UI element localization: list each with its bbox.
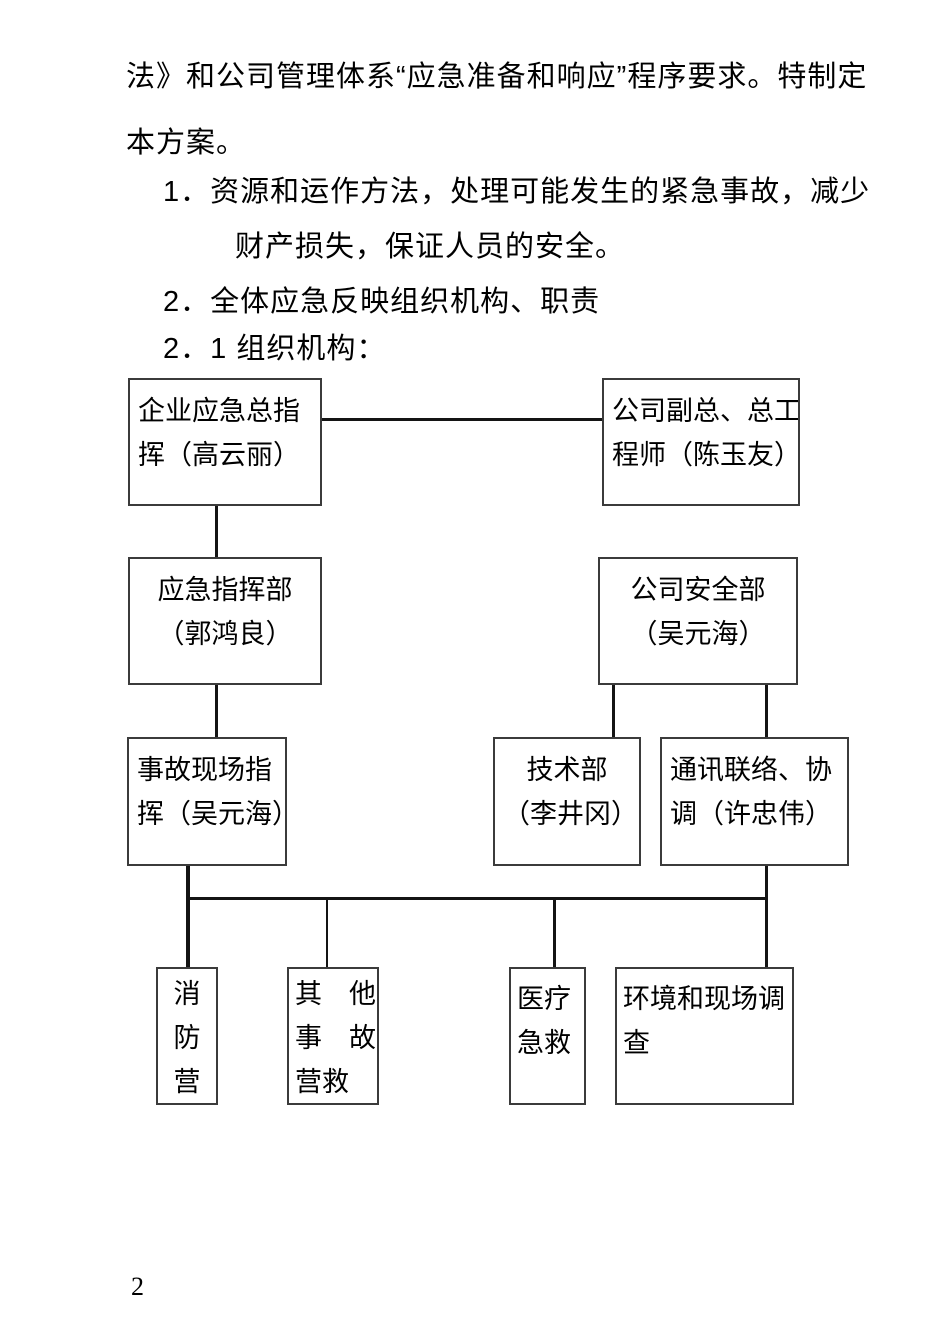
org-node-label-line: （吴元海） <box>630 619 766 649</box>
org-node-label-line: 技术部 <box>526 755 608 785</box>
connector-command-dept-to-scene-command <box>215 683 218 739</box>
body-text-line-1: 法》和公司管理体系“应急准备和响应”程序要求。特制定 <box>126 61 868 93</box>
org-node-label-line: （郭鸿良） <box>157 619 293 649</box>
org-node-fire-brigade: 消 防 营 <box>156 967 218 1105</box>
org-node-label-line: 事 故 <box>295 1023 376 1053</box>
connector-bottom-rail <box>186 897 768 900</box>
org-node-label-line: 挥（吴元海） <box>137 799 287 829</box>
body-text-line-2: 本方案。 <box>126 127 247 159</box>
org-node-label-line: 通讯联络、协 <box>670 755 832 785</box>
org-node-enterprise-emergency-chief: 企业应急总指 挥（高云丽） <box>128 378 322 506</box>
list-item-1-line-1: 1．资源和运作方法，处理可能发生的紧急事故，减少 <box>163 176 871 208</box>
org-node-accident-scene-command: 事故现场指 挥（吴元海） <box>127 737 287 866</box>
org-node-label-line: 营 <box>173 1067 201 1097</box>
org-node-label-line: 应急指挥部 <box>157 575 293 605</box>
org-node-label-line: 急救 <box>517 1028 571 1058</box>
org-node-communication-liaison: 通讯联络、协 调（许忠伟） <box>660 737 849 866</box>
org-node-label-line: 营救 <box>295 1067 349 1097</box>
org-node-label-line: 事故现场指 <box>137 755 272 785</box>
org-node-label-line: （李井冈） <box>503 799 638 829</box>
page-number: 2 <box>131 1272 144 1301</box>
connector-scene-command-to-fire-brigade <box>186 864 190 968</box>
org-node-medical-aid: 医疗 急救 <box>509 967 586 1105</box>
connector-rail-to-other-rescue <box>326 899 328 968</box>
org-node-label-line: 公司安全部 <box>630 575 766 605</box>
org-node-label-line: 程师（陈玉友） <box>612 440 800 470</box>
org-node-label-line: 查 <box>623 1028 650 1058</box>
connector-safety-dept-to-technical-dept <box>612 683 615 739</box>
org-node-label-line: 挥（高云丽） <box>138 440 300 470</box>
list-item-2-1-heading: 2．1 组织机构： <box>163 333 387 365</box>
connector-rail-to-medical-aid <box>553 899 556 968</box>
org-node-label-line: 防 <box>173 1023 201 1053</box>
org-node-emergency-command-dept: 应急指挥部 （郭鸿良） <box>128 557 322 685</box>
list-item-2: 2．全体应急反映组织机构、职责 <box>163 286 601 318</box>
org-node-other-accident-rescue: 其 他 事 故 营救 <box>287 967 379 1105</box>
connector-safety-dept-to-communication <box>765 683 768 739</box>
org-node-label-line: 企业应急总指 <box>138 396 300 426</box>
org-node-technical-dept: 技术部 （李井冈） <box>493 737 641 866</box>
org-node-label-line: 环境和现场调 <box>623 984 785 1014</box>
org-node-label-line: 医疗 <box>517 984 571 1014</box>
org-node-label-line: 调（许忠伟） <box>670 799 832 829</box>
connector-communication-to-investigation <box>765 864 768 968</box>
org-node-vice-president-chief-engineer: 公司副总、总工 程师（陈玉友） <box>602 378 800 506</box>
connector-chief-to-command-dept <box>215 504 218 559</box>
list-item-1-line-2: 财产损失，保证人员的安全。 <box>235 231 626 263</box>
org-node-company-safety-dept: 公司安全部 （吴元海） <box>598 557 798 685</box>
connector-chief-to-vice-president <box>322 418 602 421</box>
org-node-label-line: 公司副总、总工 <box>612 396 800 426</box>
org-node-label-line: 消 <box>173 979 201 1009</box>
org-node-label-line: 其 他 <box>295 979 376 1009</box>
org-node-environment-scene-investigation: 环境和现场调 查 <box>615 967 794 1105</box>
